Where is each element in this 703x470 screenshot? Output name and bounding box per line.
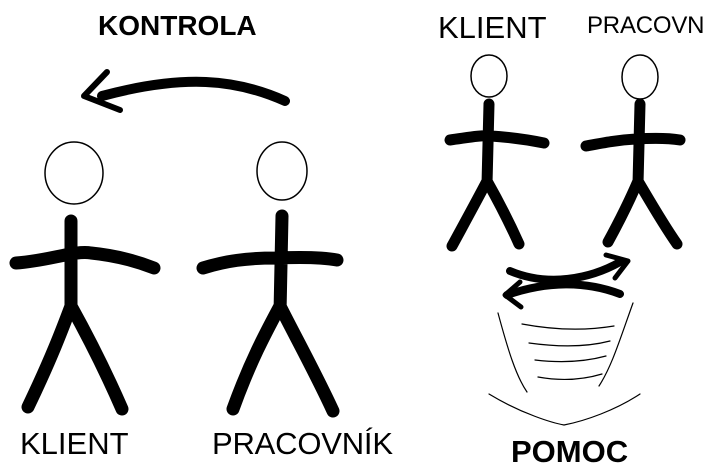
left-client-figure	[16, 142, 154, 409]
kontrola-arrow-icon	[84, 72, 285, 110]
pomoc-funnel-icon	[489, 303, 640, 425]
left-client-body-icon	[16, 221, 154, 409]
left-client-head-icon	[45, 142, 103, 204]
right-worker-label: PRACOVNÍK	[587, 14, 703, 38]
right-worker-figure	[586, 55, 680, 244]
pomoc-label: POMOC	[511, 436, 628, 467]
left-client-label: KLIENT	[20, 428, 129, 459]
left-worker-label: PRACOVNÍK	[212, 428, 393, 459]
right-worker-head-icon	[622, 55, 658, 99]
pomoc-arrows-icon	[505, 255, 628, 307]
kontrola-label: KONTROLA	[98, 12, 257, 40]
right-client-label: KLIENT	[438, 12, 547, 43]
left-worker-figure	[203, 142, 337, 411]
right-client-head-icon	[471, 55, 507, 97]
right-worker-body-icon	[586, 104, 680, 244]
right-client-figure	[450, 55, 544, 246]
left-worker-head-icon	[257, 142, 307, 200]
left-worker-body-icon	[203, 216, 337, 411]
right-client-body-icon	[450, 104, 544, 246]
